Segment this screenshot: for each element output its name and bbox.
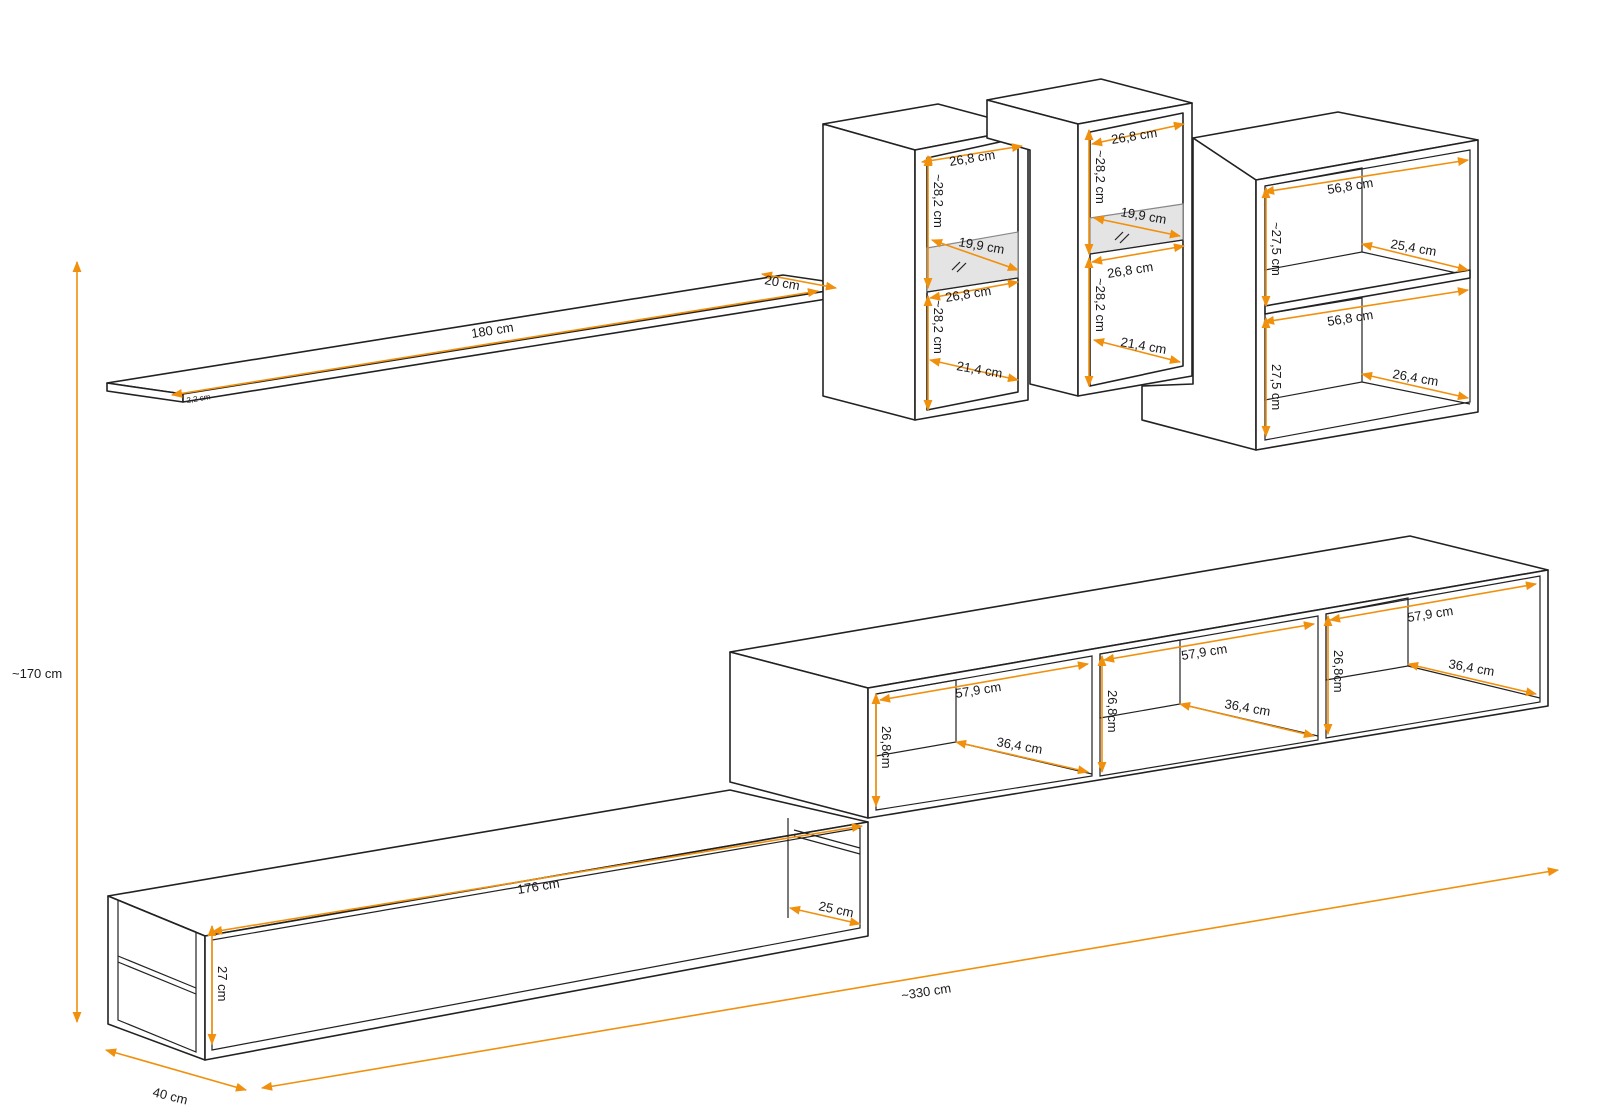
- right-cab-height-lower-label: ~28,2 cm: [1093, 278, 1108, 332]
- right-cab-width-middle-label: 26,8 cm: [1106, 259, 1154, 281]
- overall-depth-label: 40 cm: [151, 1084, 189, 1107]
- overall-width-label: ~330 cm: [900, 980, 952, 1003]
- shelf-length-label: 180 cm: [470, 319, 514, 340]
- tv-comp1-width-label: 57,9 cm: [954, 679, 1002, 701]
- wide-cab-height-upper-label: ~27,5 cm: [1269, 222, 1284, 276]
- wide-cab-width-upper-label: 56,8 cm: [1326, 175, 1374, 197]
- wide-cab-width-lower-label: 56,8 cm: [1326, 307, 1374, 329]
- shelf-depth-label: 20 cm: [763, 272, 800, 293]
- tv-comp2-width-label: 57,9 cm: [1180, 641, 1228, 663]
- bench-length-label: 176 cm: [516, 875, 560, 896]
- tv-cabinet: [729, 535, 1549, 819]
- right-cab-height-upper-label: ~28,2 cm: [1093, 150, 1108, 204]
- tv-comp3-width-label: 57,9 cm: [1406, 603, 1454, 625]
- tv-comp3-height-label: 26,8cm: [1331, 650, 1346, 693]
- glass-cabinet-right: [986, 78, 1193, 397]
- shelf-thickness-label: 2,2 cm: [186, 392, 211, 405]
- left-cab-width-middle-label: 26,8 cm: [944, 283, 992, 305]
- overall-height-label: ~170 cm: [12, 666, 62, 681]
- bench-depth-label: 25 cm: [817, 898, 855, 920]
- left-cab-height-lower-label: ~28,2 cm: [931, 300, 946, 354]
- tv-comp2-height-label: 26,8cm: [1105, 690, 1120, 733]
- right-cab-width-top-label: 26,8 cm: [1110, 125, 1158, 147]
- bench: [107, 789, 869, 1061]
- left-cab-height-upper-label: ~28,2 cm: [931, 174, 946, 228]
- wide-cab-height-lower-label: 27,5 cm: [1269, 364, 1284, 410]
- bench-height-label: 27 cm: [215, 966, 230, 1001]
- dimension-lines: [72, 121, 1560, 1092]
- wide-cabinet: [1141, 111, 1479, 451]
- tv-comp1-height-label: 26,8cm: [879, 726, 894, 769]
- left-cab-width-top-label: 26,8 cm: [948, 147, 996, 169]
